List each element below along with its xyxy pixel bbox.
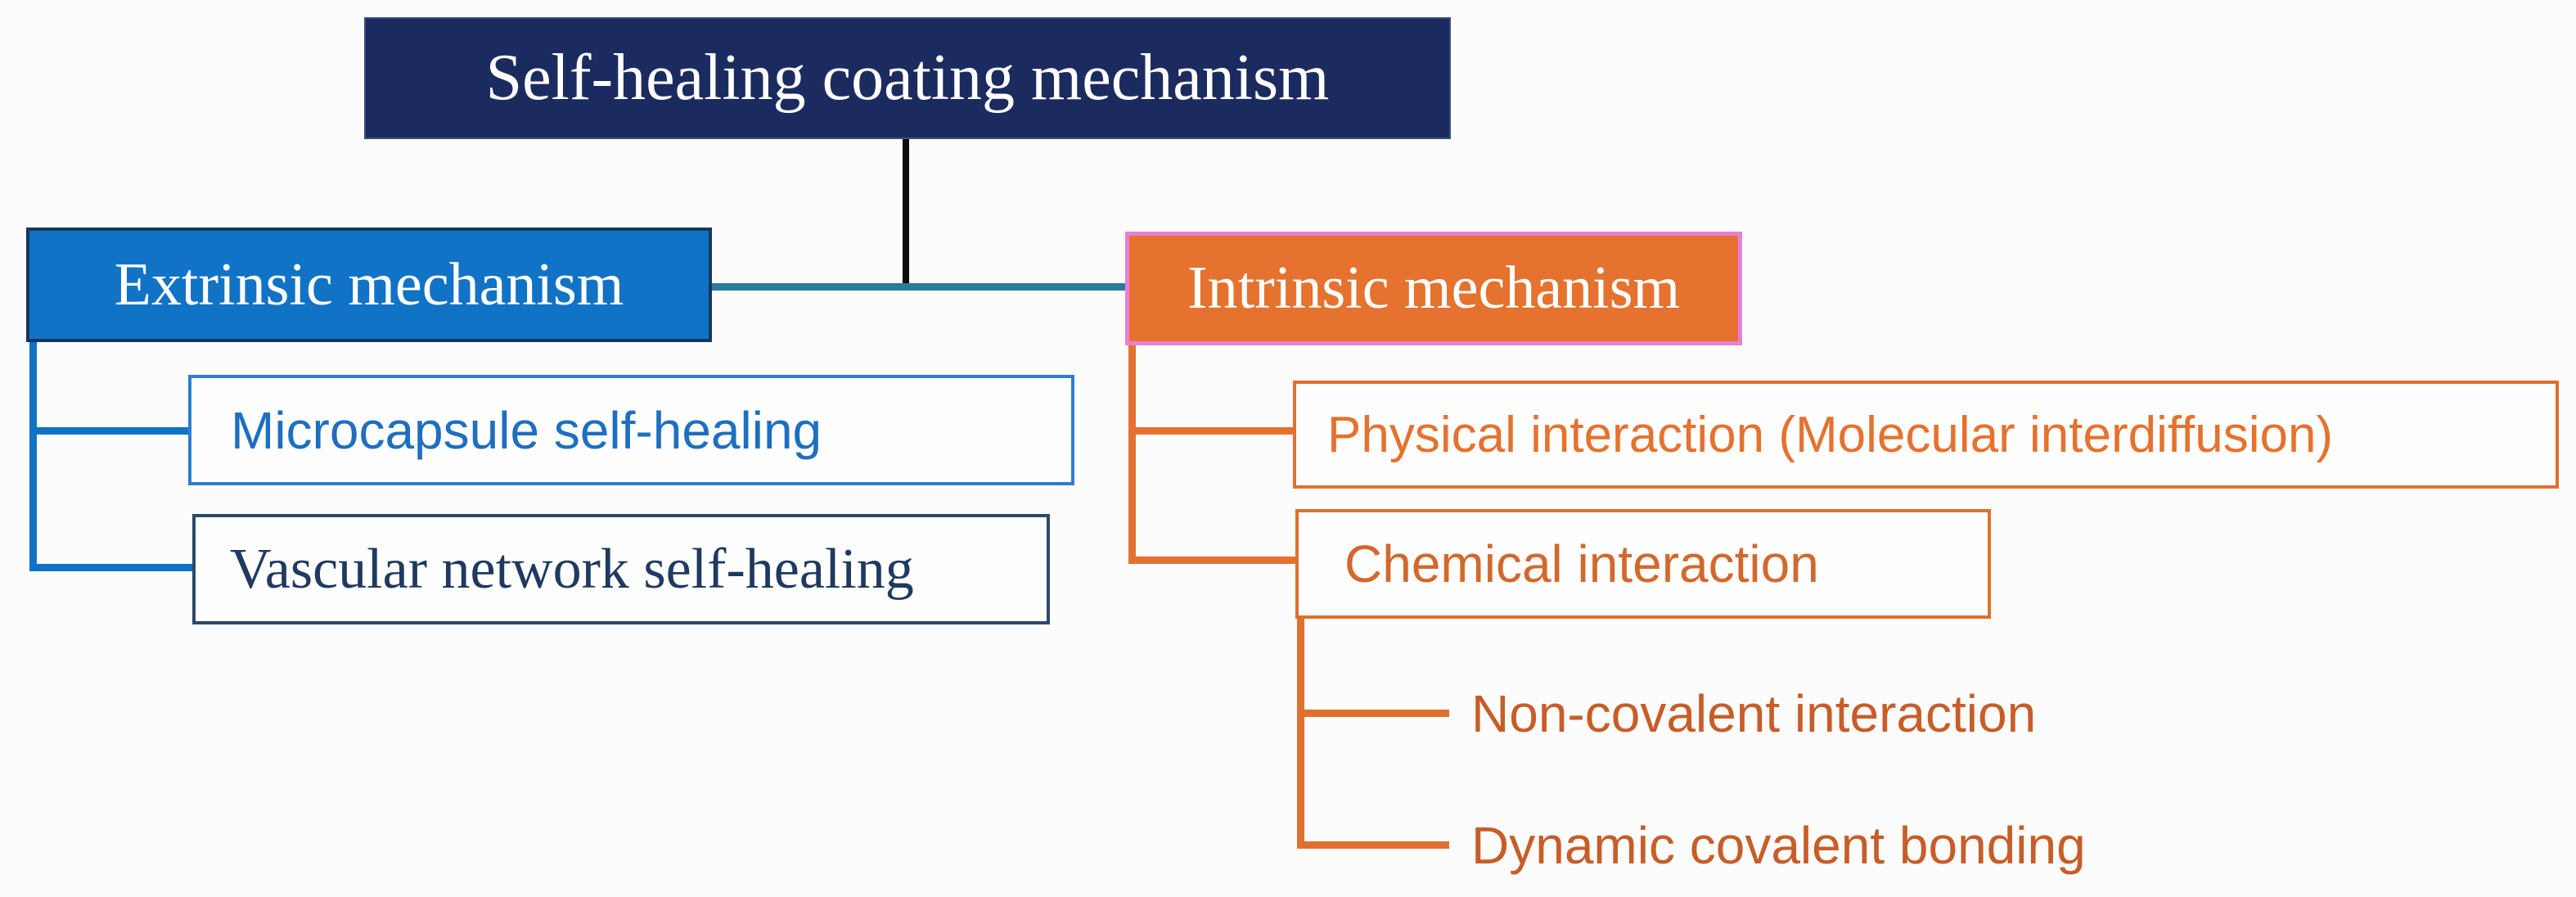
physical-interaction-node: Physical interaction (Molecular interdif… [1293, 381, 2559, 489]
vascular-network-self-healing-node: Vascular network self-healing [192, 514, 1050, 624]
extrinsic-stem-line [29, 342, 37, 571]
intrinsic-branch-chemical-line [1128, 557, 1299, 564]
chemical-branch-noncovalent-line [1297, 710, 1449, 717]
microcapsule-self-healing-node: Microcapsule self-healing [188, 375, 1074, 485]
extrinsic-branch-microcapsule-line [29, 427, 191, 435]
chemical-interaction-node: Chemical interaction [1295, 509, 1991, 619]
extrinsic-branch-vascular-line [29, 564, 196, 571]
non-covalent-interaction-node: Non-covalent interaction [1471, 684, 2037, 743]
intrinsic-stem-line [1128, 345, 1136, 564]
intrinsic-mechanism-node: Intrinsic mechanism [1125, 232, 1742, 345]
root-node: Self-healing coating mechanism [364, 17, 1451, 139]
chemical-interaction-label: Chemical interaction [1344, 534, 1819, 593]
extrinsic-mechanism-node: Extrinsic mechanism [26, 228, 712, 342]
root-stem-line [903, 139, 909, 287]
extrinsic-intrinsic-link-line [710, 283, 1129, 291]
intrinsic-branch-physical-line [1128, 427, 1296, 435]
vascular-network-self-healing-label: Vascular network self-healing [230, 537, 914, 601]
chemical-stem-line [1297, 619, 1304, 849]
microcapsule-self-healing-label: Microcapsule self-healing [231, 400, 822, 460]
extrinsic-mechanism-label: Extrinsic mechanism [114, 250, 624, 318]
chemical-branch-dynamic-line [1297, 841, 1449, 849]
physical-interaction-label: Physical interaction (Molecular interdif… [1327, 406, 2334, 463]
dynamic-covalent-bonding-node: Dynamic covalent bonding [1471, 816, 2086, 875]
root-node-label: Self-healing coating mechanism [485, 42, 1330, 114]
intrinsic-mechanism-label: Intrinsic mechanism [1187, 255, 1681, 322]
